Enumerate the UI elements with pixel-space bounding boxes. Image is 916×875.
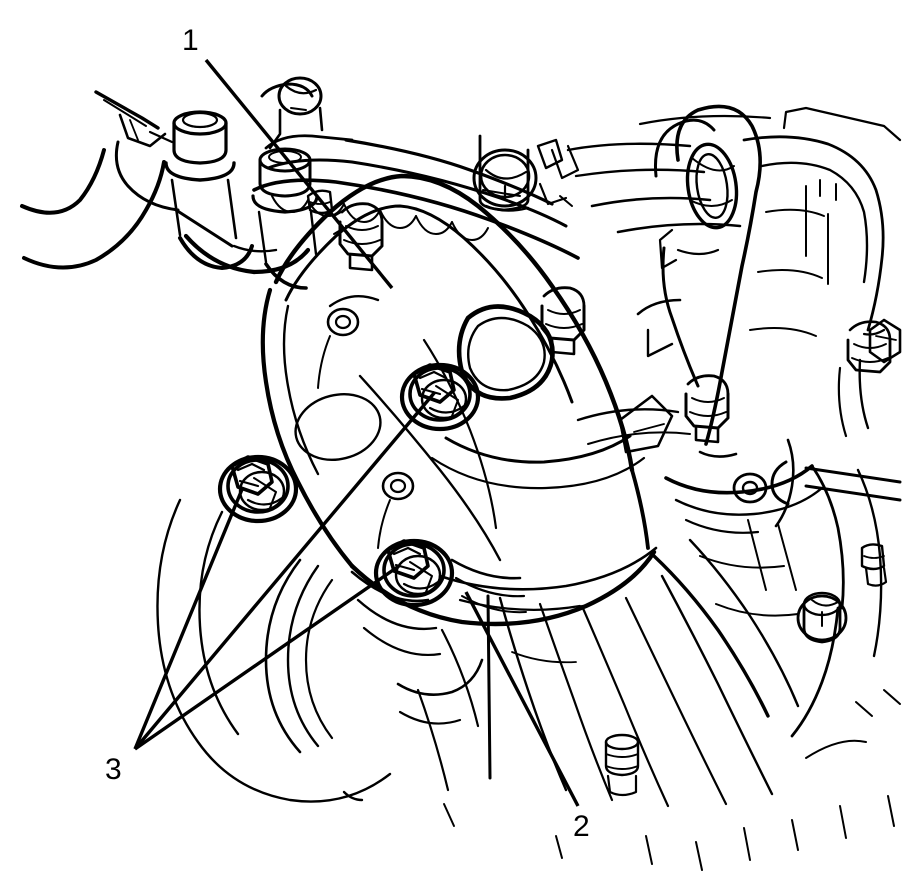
callout-label-1: 1 [182, 24, 199, 57]
leader-line-3b [134, 564, 400, 751]
nut-center [399, 362, 481, 432]
leader-line-3a [133, 486, 245, 750]
leader-lines [133, 58, 580, 807]
bolt-right-far [684, 374, 730, 444]
valve-cover-edge [252, 76, 772, 260]
nut-upper-left [217, 454, 299, 524]
bolt-right-mid [540, 286, 586, 356]
callout-label-2: 2 [573, 810, 590, 843]
bolt-far-right [846, 320, 892, 374]
upper-right-shield [742, 106, 902, 438]
nut-lower-center [373, 538, 527, 614]
wire-harness-clip [94, 90, 174, 148]
stud-bottom-right [604, 733, 640, 797]
leader-line-2 [464, 591, 580, 807]
engine-lifting-bracket [618, 104, 762, 454]
ignition-coil-boot-left [164, 110, 254, 270]
leader-line-1 [204, 58, 394, 290]
bolt-upper-mid [333, 202, 384, 272]
leader-line-3c [133, 390, 437, 751]
bolt-lower-right [796, 591, 848, 644]
callout-label-3: 3 [105, 753, 122, 786]
crossing-rod [732, 438, 902, 528]
stud-far-right [860, 543, 888, 587]
